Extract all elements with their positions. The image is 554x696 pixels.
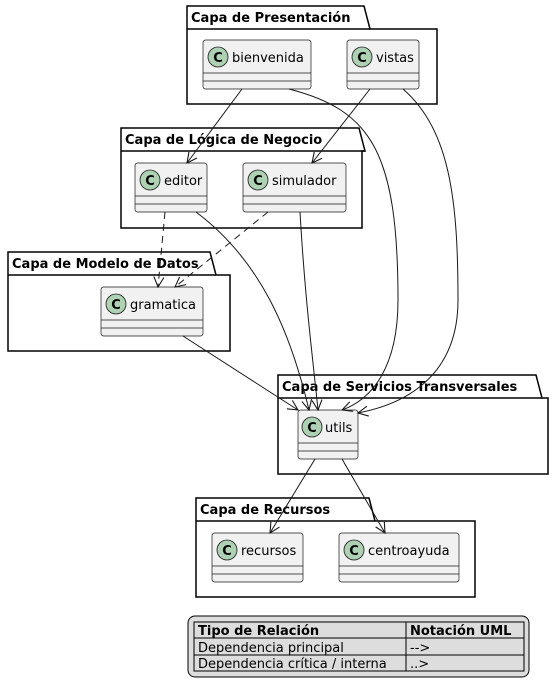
legend-row-type: Dependencia crítica / interna bbox=[198, 657, 387, 672]
class-badge-letter: C bbox=[357, 51, 367, 66]
class-badge-letter: C bbox=[253, 174, 263, 189]
class-badge-letter: C bbox=[145, 174, 155, 189]
legend-row-notation: ..> bbox=[410, 657, 429, 672]
class-icon bbox=[139, 169, 161, 191]
class-utils[interactable]: C utils bbox=[297, 409, 359, 460]
class-badge-letter: C bbox=[349, 544, 359, 559]
class-name: gramatica bbox=[130, 298, 196, 313]
class-name: recursos bbox=[241, 544, 297, 559]
class-badge-letter: C bbox=[213, 51, 223, 66]
class-gramatica[interactable]: C gramatica bbox=[100, 286, 204, 337]
class-name: bienvenida bbox=[232, 51, 304, 66]
relation-bienvenida-utils bbox=[288, 88, 399, 410]
relation-utils-centroayuda bbox=[341, 458, 385, 533]
relation-simulador-gramatica bbox=[175, 211, 269, 287]
class-icon bbox=[343, 539, 365, 561]
class-name: editor bbox=[164, 174, 203, 189]
class-icon bbox=[247, 169, 269, 191]
legend-row-notation: --> bbox=[410, 641, 430, 656]
relation-vistas-utils bbox=[358, 88, 459, 413]
package-title: Capa de Modelo de Datos bbox=[12, 257, 199, 272]
class-bienvenida[interactable]: C bienvenida bbox=[202, 39, 312, 90]
package-title: Capa de Servicios Transversales bbox=[282, 380, 518, 395]
package-title: Capa de Presentación bbox=[191, 11, 350, 26]
relation-vistas-simulador bbox=[312, 88, 371, 163]
relation-editor-gramatica bbox=[158, 211, 166, 287]
class-name: simulador bbox=[272, 174, 337, 189]
relation-editor-utils bbox=[195, 211, 309, 410]
class-badge-letter: C bbox=[111, 298, 121, 313]
class-icon bbox=[207, 46, 229, 68]
class-icon bbox=[351, 46, 373, 68]
class-editor[interactable]: C editor bbox=[134, 162, 208, 213]
relation-bienvenida-editor bbox=[187, 88, 243, 163]
class-vistas[interactable]: C vistas bbox=[346, 39, 420, 90]
class-name: vistas bbox=[376, 51, 414, 66]
legend-table: Tipo de Relación Notación UML Dependenci… bbox=[187, 615, 530, 678]
legend-header-notation: Notación UML bbox=[410, 624, 511, 639]
relation-gramatica-utils bbox=[182, 335, 298, 410]
class-name: utils bbox=[325, 421, 353, 436]
relation-utils-recursos bbox=[270, 458, 316, 533]
class-badge-letter: C bbox=[222, 544, 232, 559]
class-simulador[interactable]: C simulador bbox=[242, 162, 347, 213]
relation-simulador-utils bbox=[299, 211, 318, 410]
legend-row-type: Dependencia principal bbox=[198, 641, 344, 656]
legend-header-type: Tipo de Relación bbox=[198, 624, 319, 639]
class-name: centroayuda bbox=[368, 544, 450, 559]
package-title: Capa de Recursos bbox=[200, 503, 330, 518]
class-recursos[interactable]: C recursos bbox=[211, 532, 304, 583]
class-icon bbox=[301, 416, 323, 438]
package-title: Capa de Lógica de Negocio bbox=[125, 133, 322, 148]
class-icon bbox=[216, 539, 238, 561]
class-icon bbox=[105, 293, 127, 315]
class-centroayuda[interactable]: C centroayuda bbox=[338, 532, 460, 583]
class-badge-letter: C bbox=[307, 421, 317, 436]
